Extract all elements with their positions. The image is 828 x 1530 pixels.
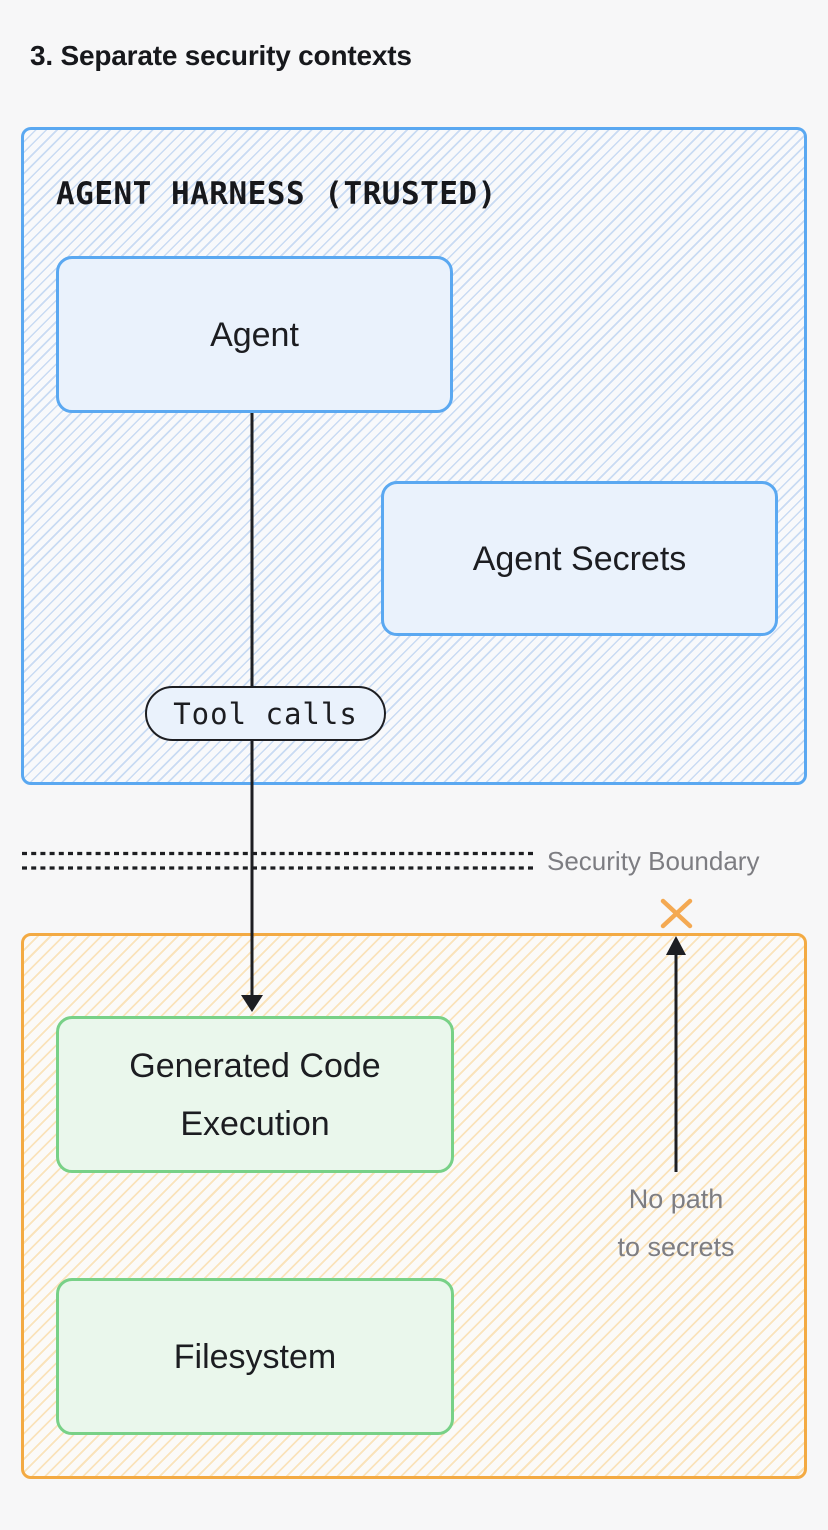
agent-node: Agent [56, 256, 453, 413]
no-path-label-line2: to secrets [617, 1232, 735, 1262]
agent-node-label: Agent [210, 315, 299, 354]
generated-code-node: Generated Code Execution [56, 1016, 454, 1173]
generated-code-node-label: Generated Code Execution [129, 1046, 381, 1143]
agent-secrets-node: Agent Secrets [381, 481, 778, 636]
page-title: 3. Separate security contexts [30, 40, 412, 71]
tool-calls-pill-label: Tool calls [173, 696, 358, 731]
trusted-zone-label: AGENT HARNESS (TRUSTED) [56, 176, 497, 212]
filesystem-node: Filesystem [56, 1278, 454, 1435]
no-path-label-line1: No path [628, 1184, 724, 1214]
no-path-label: No path to secrets [576, 1175, 776, 1271]
security-boundary-label: Security Boundary [547, 846, 760, 876]
security-boundary-line [22, 851, 533, 870]
agent-secrets-node-label: Agent Secrets [472, 539, 687, 578]
blocked-x-icon [660, 898, 693, 929]
tool-calls-pill: Tool calls [145, 686, 386, 741]
trusted-zone: AGENT HARNESS (TRUSTED) Agent Agent Secr… [21, 127, 807, 785]
filesystem-node-label: Filesystem [173, 1337, 337, 1376]
